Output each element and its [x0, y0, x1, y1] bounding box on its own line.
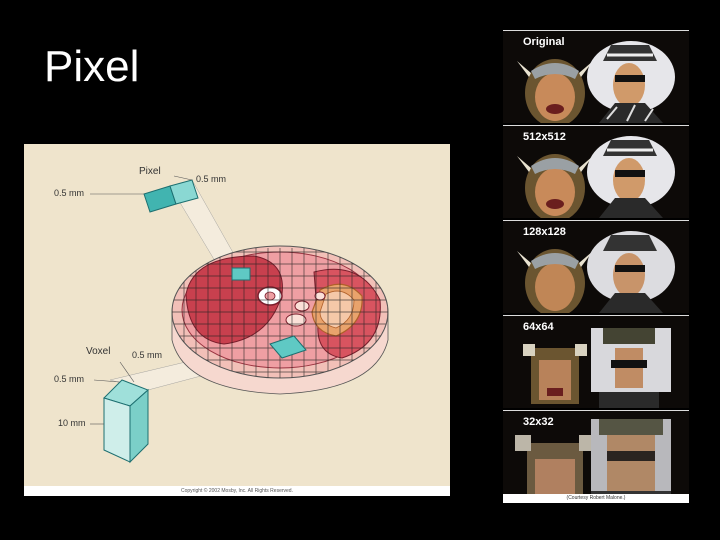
- panel-label: Original: [523, 36, 565, 48]
- pixel-label: Pixel: [139, 166, 161, 177]
- photo-panel-128: 128x128: [503, 220, 689, 313]
- pixel-dim-left: 0.5 mm: [54, 188, 85, 198]
- portrait-photo: [503, 126, 689, 218]
- panel-label: 32x32: [523, 416, 554, 428]
- photo-panel-64: 64x64: [503, 315, 689, 408]
- panel-label: 128x128: [523, 226, 566, 238]
- panel-label: 512x512: [523, 131, 566, 143]
- portrait-photo-pixelated: [503, 316, 689, 408]
- voxel-label: Voxel: [86, 346, 111, 357]
- cross-section-illustration: [90, 175, 389, 464]
- voxel-depth-label: 10 mm: [58, 418, 86, 428]
- pixel-voxel-diagram: Pixel 0.5 mm 0.5 mm Voxel 0.5 mm 0.5 mm …: [24, 144, 450, 496]
- photo-panel-32: 32x32 (Courtesy Robert Malone.): [503, 410, 689, 503]
- panel-label: 64x64: [523, 321, 554, 333]
- photo-panel-512: 512x512: [503, 125, 689, 218]
- photo-panel-original: Original: [503, 30, 689, 123]
- portrait-photo: [503, 31, 689, 123]
- slide-title: Pixel: [44, 42, 140, 91]
- voxel-dim-left: 0.5 mm: [54, 374, 85, 384]
- voxel-dim-top: 0.5 mm: [132, 350, 163, 360]
- pixel-dim-top: 0.5 mm: [196, 174, 227, 184]
- resolution-photo-strip: Original 512x512: [503, 30, 689, 503]
- copyright-note: Copyright © 2002 Mosby, Inc. All Rights …: [24, 486, 450, 496]
- portrait-photo: [503, 221, 689, 313]
- photo-credit: (Courtesy Robert Malone.): [503, 494, 689, 503]
